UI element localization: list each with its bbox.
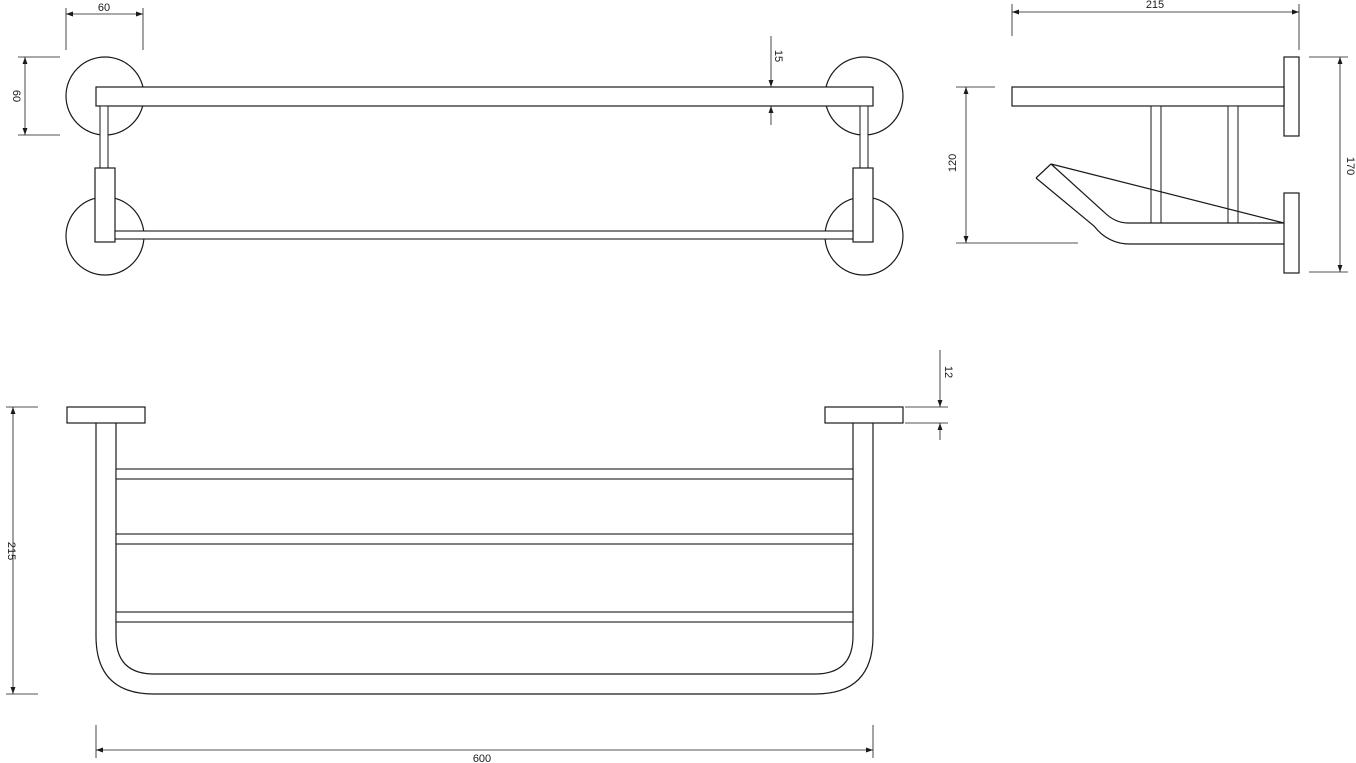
front-rail-bottom [115,611,854,623]
top-right-lower-block [852,167,874,243]
top-shelf-bar [95,86,874,107]
top-view: 60 60 15 [10,2,904,276]
dim-front-length: 600 [473,753,491,763]
dim-top-thickness: 15 [772,50,784,62]
top-left-lower-block [94,167,116,243]
top-right-upper-post [859,105,869,169]
front-right-plate [824,406,904,424]
side-view: 215 120 170 [947,0,1356,274]
front-rail-top [115,468,854,480]
top-lower-rail [114,230,854,240]
top-left-upper-post [99,105,109,169]
front-rail-middle [115,533,854,545]
front-left-plate [66,406,146,424]
side-post-front [1150,105,1162,224]
front-u-frame [95,423,874,695]
dim-side-depth: 215 [1146,0,1164,11]
side-upper-wall-plate [1283,56,1300,137]
dim-side-upper: 120 [947,154,959,172]
dim-top-height: 60 [10,90,22,102]
side-lower-arm [1035,163,1285,245]
dim-front-height: 215 [5,542,17,560]
dim-top-width: 60 [98,2,110,14]
front-view: 12 215 600 [5,350,954,763]
dim-side-total: 170 [1344,157,1356,175]
dim-front-plate: 12 [942,366,954,378]
side-post-rear [1227,105,1239,224]
side-lower-wall-plate [1283,192,1300,274]
side-shelf-bar [1011,86,1285,107]
